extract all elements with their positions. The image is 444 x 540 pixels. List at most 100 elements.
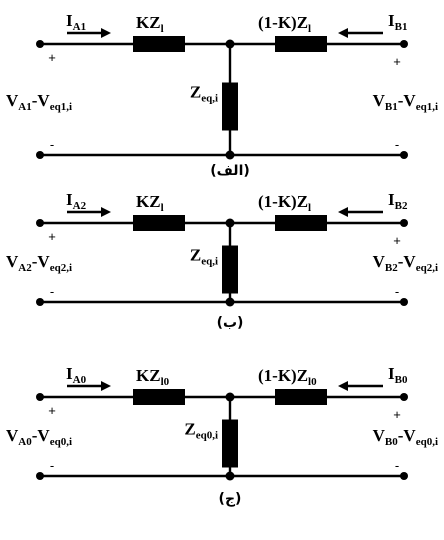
plus-sign-left: + — [48, 50, 56, 65]
minus-sign-right: - — [395, 284, 399, 299]
junction-node — [225, 471, 235, 481]
shunt-label-main: Z — [190, 83, 201, 102]
panel-caption: (ج) — [219, 491, 242, 507]
current-left-label-sub: A1 — [73, 21, 86, 33]
voltage-right-label-main: V — [373, 91, 386, 110]
junction-node — [225, 392, 235, 402]
plus-sign-left: + — [48, 229, 56, 244]
current-right-label-sub: B0 — [395, 374, 408, 386]
shunt-label-sub: eq0,i — [196, 430, 218, 442]
current-left-label: IA2 — [66, 190, 87, 212]
voltage-right-label-sub: eq1,i — [416, 101, 438, 113]
series-impedance-left — [133, 389, 185, 405]
series-right-label: (1-K)Zl — [258, 192, 311, 214]
plus-sign-right: + — [393, 233, 401, 248]
junction-node — [225, 297, 235, 307]
terminal-node — [400, 40, 408, 48]
panel-caption: (الف) — [210, 163, 250, 179]
current-right-label-main: I — [388, 11, 395, 30]
voltage-left-label: VA1-Veq1,i — [6, 91, 72, 113]
current-left-label: IA0 — [66, 364, 87, 386]
voltage-left-label-main: - — [32, 252, 38, 271]
current-right-label: IB1 — [388, 11, 407, 33]
arrowhead-right — [338, 28, 348, 38]
terminal-node — [400, 151, 408, 159]
series-impedance-right — [275, 215, 327, 231]
series-right-label-sub: l — [308, 202, 311, 214]
current-left-label-main: I — [66, 364, 73, 383]
shunt-impedance — [222, 419, 238, 468]
terminal-node — [400, 393, 408, 401]
current-right-label-sub: B1 — [395, 21, 408, 33]
series-impedance-right — [275, 36, 327, 52]
junction-node — [225, 218, 235, 228]
voltage-left-label-main: V — [6, 252, 19, 271]
series-left-label: KZl0 — [136, 366, 170, 388]
series-left-label-main: KZ — [136, 13, 161, 32]
shunt-label-sub: eq,i — [201, 93, 218, 105]
voltage-left-label: VA2-Veq2,i — [6, 252, 72, 274]
minus-sign-left: - — [50, 137, 54, 152]
arrowhead-left — [101, 381, 111, 391]
voltage-left-label-sub: eq1,i — [50, 101, 72, 113]
series-impedance-left — [133, 36, 185, 52]
series-right-label-sub: l0 — [308, 376, 317, 388]
shunt-impedance — [222, 245, 238, 294]
voltage-left-label-sub: A1 — [18, 101, 31, 113]
series-right-label-main: (1-K)Z — [258, 13, 308, 32]
voltage-left-label-main: - — [32, 91, 38, 110]
current-left-label-sub: A0 — [73, 374, 87, 386]
series-left-label-sub: l0 — [161, 376, 170, 388]
series-impedance-left — [133, 215, 185, 231]
series-left-label: KZl — [136, 192, 164, 214]
series-right-label-main: (1-K)Z — [258, 366, 308, 385]
series-right-label-main: (1-K)Z — [258, 192, 308, 211]
current-right-label: IB2 — [388, 190, 408, 212]
series-left-label: KZl — [136, 13, 164, 35]
voltage-right-label-main: V — [403, 426, 416, 445]
terminal-node — [36, 151, 44, 159]
voltage-right-label-main: V — [373, 426, 386, 445]
terminal-node — [36, 40, 44, 48]
voltage-left-label-main: V — [37, 91, 50, 110]
voltage-right-label-main: - — [398, 252, 404, 271]
shunt-label: Zeq0,i — [184, 420, 218, 442]
terminal-node — [36, 298, 44, 306]
series-impedance-right — [275, 389, 327, 405]
voltage-left-label-main: V — [6, 91, 19, 110]
voltage-left-label-sub: eq2,i — [50, 262, 72, 274]
current-right-label-sub: B2 — [395, 200, 408, 212]
shunt-label-sub: eq,i — [201, 256, 218, 268]
voltage-left-label: VA0-Veq0,i — [6, 426, 72, 448]
voltage-left-label-main: V — [6, 426, 19, 445]
voltage-left-label-sub: eq0,i — [50, 436, 72, 448]
panel-caption: (ب) — [217, 315, 244, 331]
series-left-label-sub: l — [161, 23, 164, 35]
current-right-label: IB0 — [388, 364, 408, 386]
current-right-label-main: I — [388, 364, 395, 383]
series-left-label-main: KZ — [136, 366, 161, 385]
terminal-node — [36, 472, 44, 480]
voltage-right-label-main: - — [398, 91, 404, 110]
terminal-node — [400, 219, 408, 227]
voltage-right-label-main: - — [398, 426, 404, 445]
junction-node — [225, 150, 235, 160]
arrowhead-right — [338, 207, 348, 217]
voltage-right-label: VB0-Veq0,i — [373, 426, 438, 448]
series-left-label-sub: l — [161, 202, 164, 214]
voltage-left-label-sub: A0 — [18, 436, 32, 448]
voltage-right-label-sub: B2 — [385, 262, 398, 274]
series-right-label: (1-K)Zl0 — [258, 366, 317, 388]
voltage-right-label-sub: B1 — [385, 101, 398, 113]
current-left-label-main: I — [66, 190, 73, 209]
voltage-right-label-main: V — [403, 91, 416, 110]
current-left-label-sub: A2 — [73, 200, 87, 212]
minus-sign-right: - — [395, 458, 399, 473]
shunt-label: Zeq,i — [190, 246, 218, 268]
shunt-label-main: Z — [190, 246, 201, 265]
current-left-label-main: I — [66, 11, 73, 30]
minus-sign-left: - — [50, 284, 54, 299]
voltage-left-label-sub: A2 — [18, 262, 32, 274]
plus-sign-right: + — [393, 407, 401, 422]
